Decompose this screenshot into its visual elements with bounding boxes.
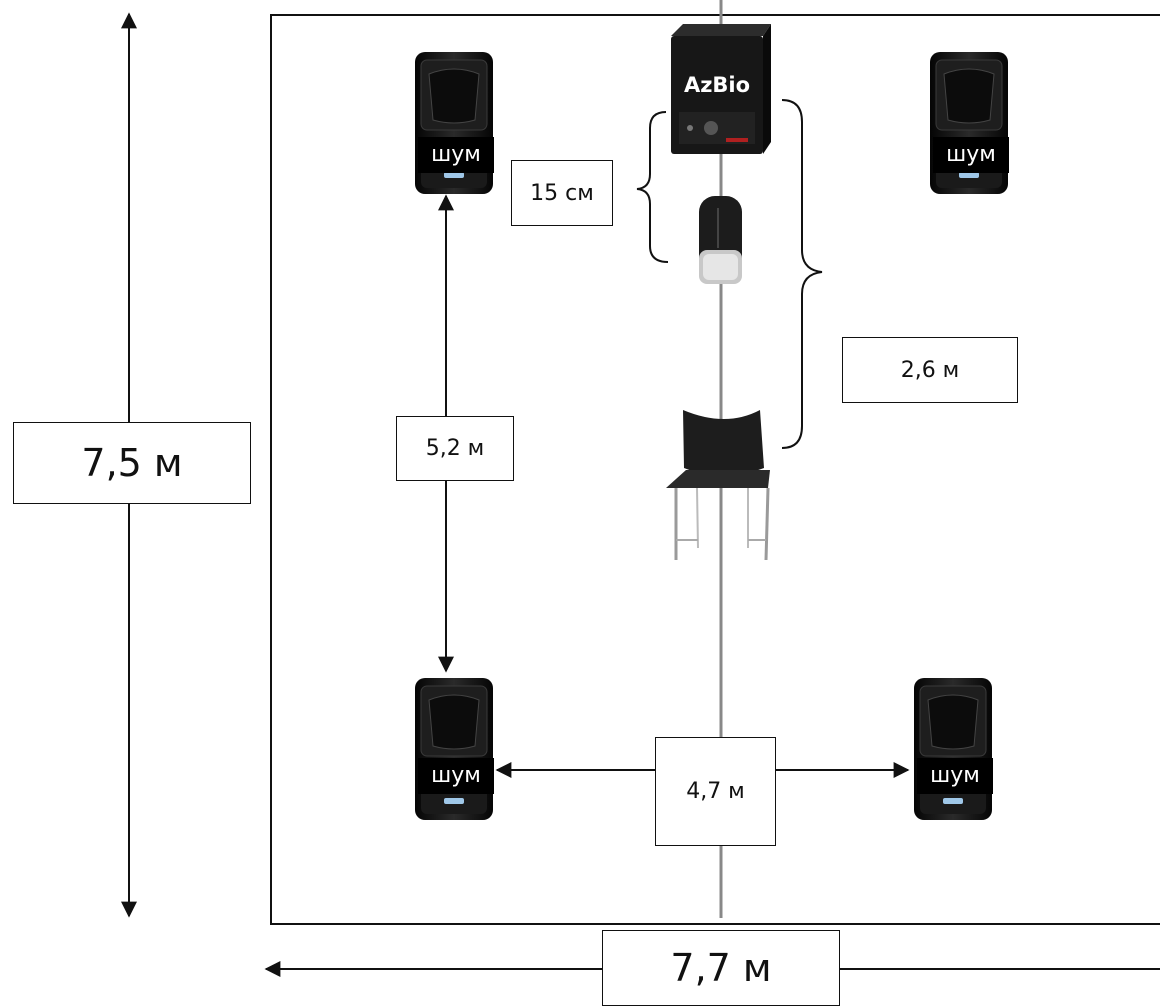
speaker-label-top-right: шум bbox=[946, 142, 996, 167]
mic-distance-brace bbox=[636, 111, 669, 263]
speaker-label-top-left: шум bbox=[431, 142, 481, 167]
listener-distance-brace bbox=[781, 99, 823, 449]
mic-offset-label: 15 см bbox=[511, 160, 613, 226]
room-outline bbox=[270, 14, 1160, 925]
speaker-label-bg-tr bbox=[933, 137, 1009, 173]
speaker-label-bottom-left: шум bbox=[431, 763, 481, 788]
room-width-label: 7,7 м bbox=[602, 930, 840, 1006]
azbio-brand-label: AzBio bbox=[683, 73, 751, 97]
speaker-label-bg-bl bbox=[418, 758, 494, 794]
speaker-vertical-distance-label: 5,2 м bbox=[396, 416, 514, 481]
microphone-device bbox=[699, 196, 742, 284]
speaker-horizontal-distance-label: 4,7 м bbox=[655, 737, 776, 846]
listener-chair bbox=[666, 410, 770, 561]
speaker-bottom-right bbox=[913, 677, 993, 821]
listener-distance-label: 2,6 м bbox=[842, 337, 1018, 403]
speaker-label-bottom-right: шум bbox=[930, 763, 980, 788]
speaker-label-bg-br bbox=[917, 758, 993, 794]
speaker-bottom-left bbox=[414, 677, 494, 821]
azbio-source-device bbox=[671, 24, 771, 154]
room-height-label: 7,5 м bbox=[13, 422, 251, 504]
speaker-label-bg-tl bbox=[418, 137, 494, 173]
